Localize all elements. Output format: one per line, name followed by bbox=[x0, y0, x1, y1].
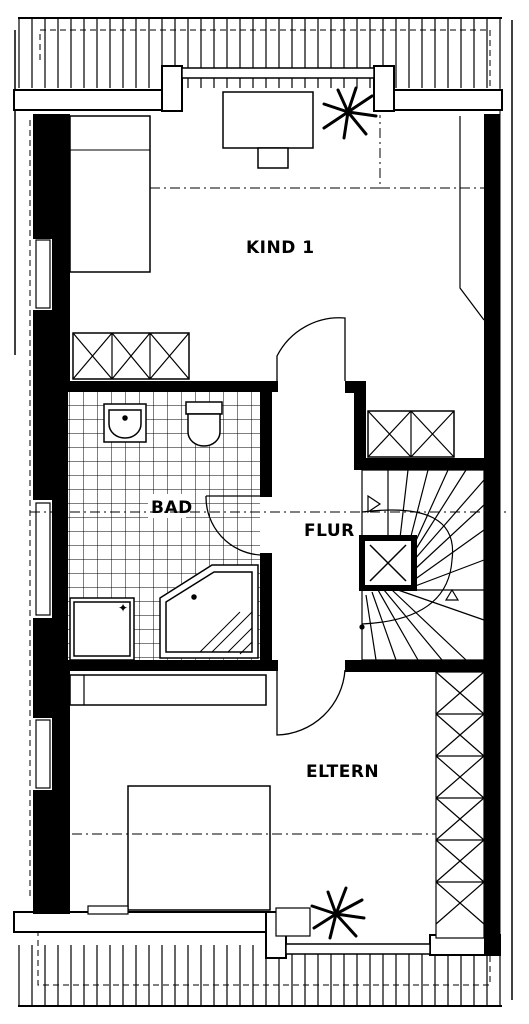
roof-left-edge bbox=[14, 30, 31, 900]
bathtub bbox=[159, 564, 259, 659]
room-bad: ✦ BAD bbox=[30, 392, 510, 661]
room-eltern: ELTERN bbox=[52, 671, 485, 940]
roof-top bbox=[18, 17, 502, 90]
door-eltern bbox=[276, 669, 346, 736]
shower: ✦ bbox=[69, 597, 135, 661]
dormer-bottom bbox=[13, 911, 501, 959]
room-label-bad: BAD bbox=[151, 498, 193, 518]
room-label-kind1: KIND 1 bbox=[246, 238, 315, 258]
desk bbox=[222, 91, 314, 149]
svg-text:✦: ✦ bbox=[118, 601, 128, 615]
room-label-eltern: ELTERN bbox=[306, 762, 379, 782]
left-windows bbox=[35, 239, 51, 789]
bed-kind1 bbox=[69, 115, 151, 273]
exterior-walls bbox=[33, 114, 500, 954]
dormer-top bbox=[13, 65, 503, 112]
bed-eltern bbox=[127, 785, 271, 911]
washbasin bbox=[103, 403, 147, 443]
door-kind1 bbox=[276, 317, 346, 381]
plant-icon bbox=[310, 886, 366, 940]
nightstand bbox=[275, 907, 311, 937]
chair bbox=[257, 147, 289, 169]
plant-icon bbox=[322, 86, 378, 140]
toilet bbox=[185, 401, 223, 447]
door-bad bbox=[205, 495, 261, 556]
room-flur: FLUR bbox=[276, 469, 485, 736]
roof-bottom bbox=[18, 930, 502, 1007]
room-kind1: KIND 1 bbox=[69, 86, 485, 458]
shelf-eltern bbox=[69, 674, 267, 706]
staircase bbox=[359, 469, 485, 661]
wardrobe-eltern bbox=[435, 671, 485, 939]
interior-walls bbox=[68, 381, 486, 672]
room-label-flur: FLUR bbox=[304, 521, 355, 541]
roof-right-edge bbox=[499, 20, 513, 1000]
